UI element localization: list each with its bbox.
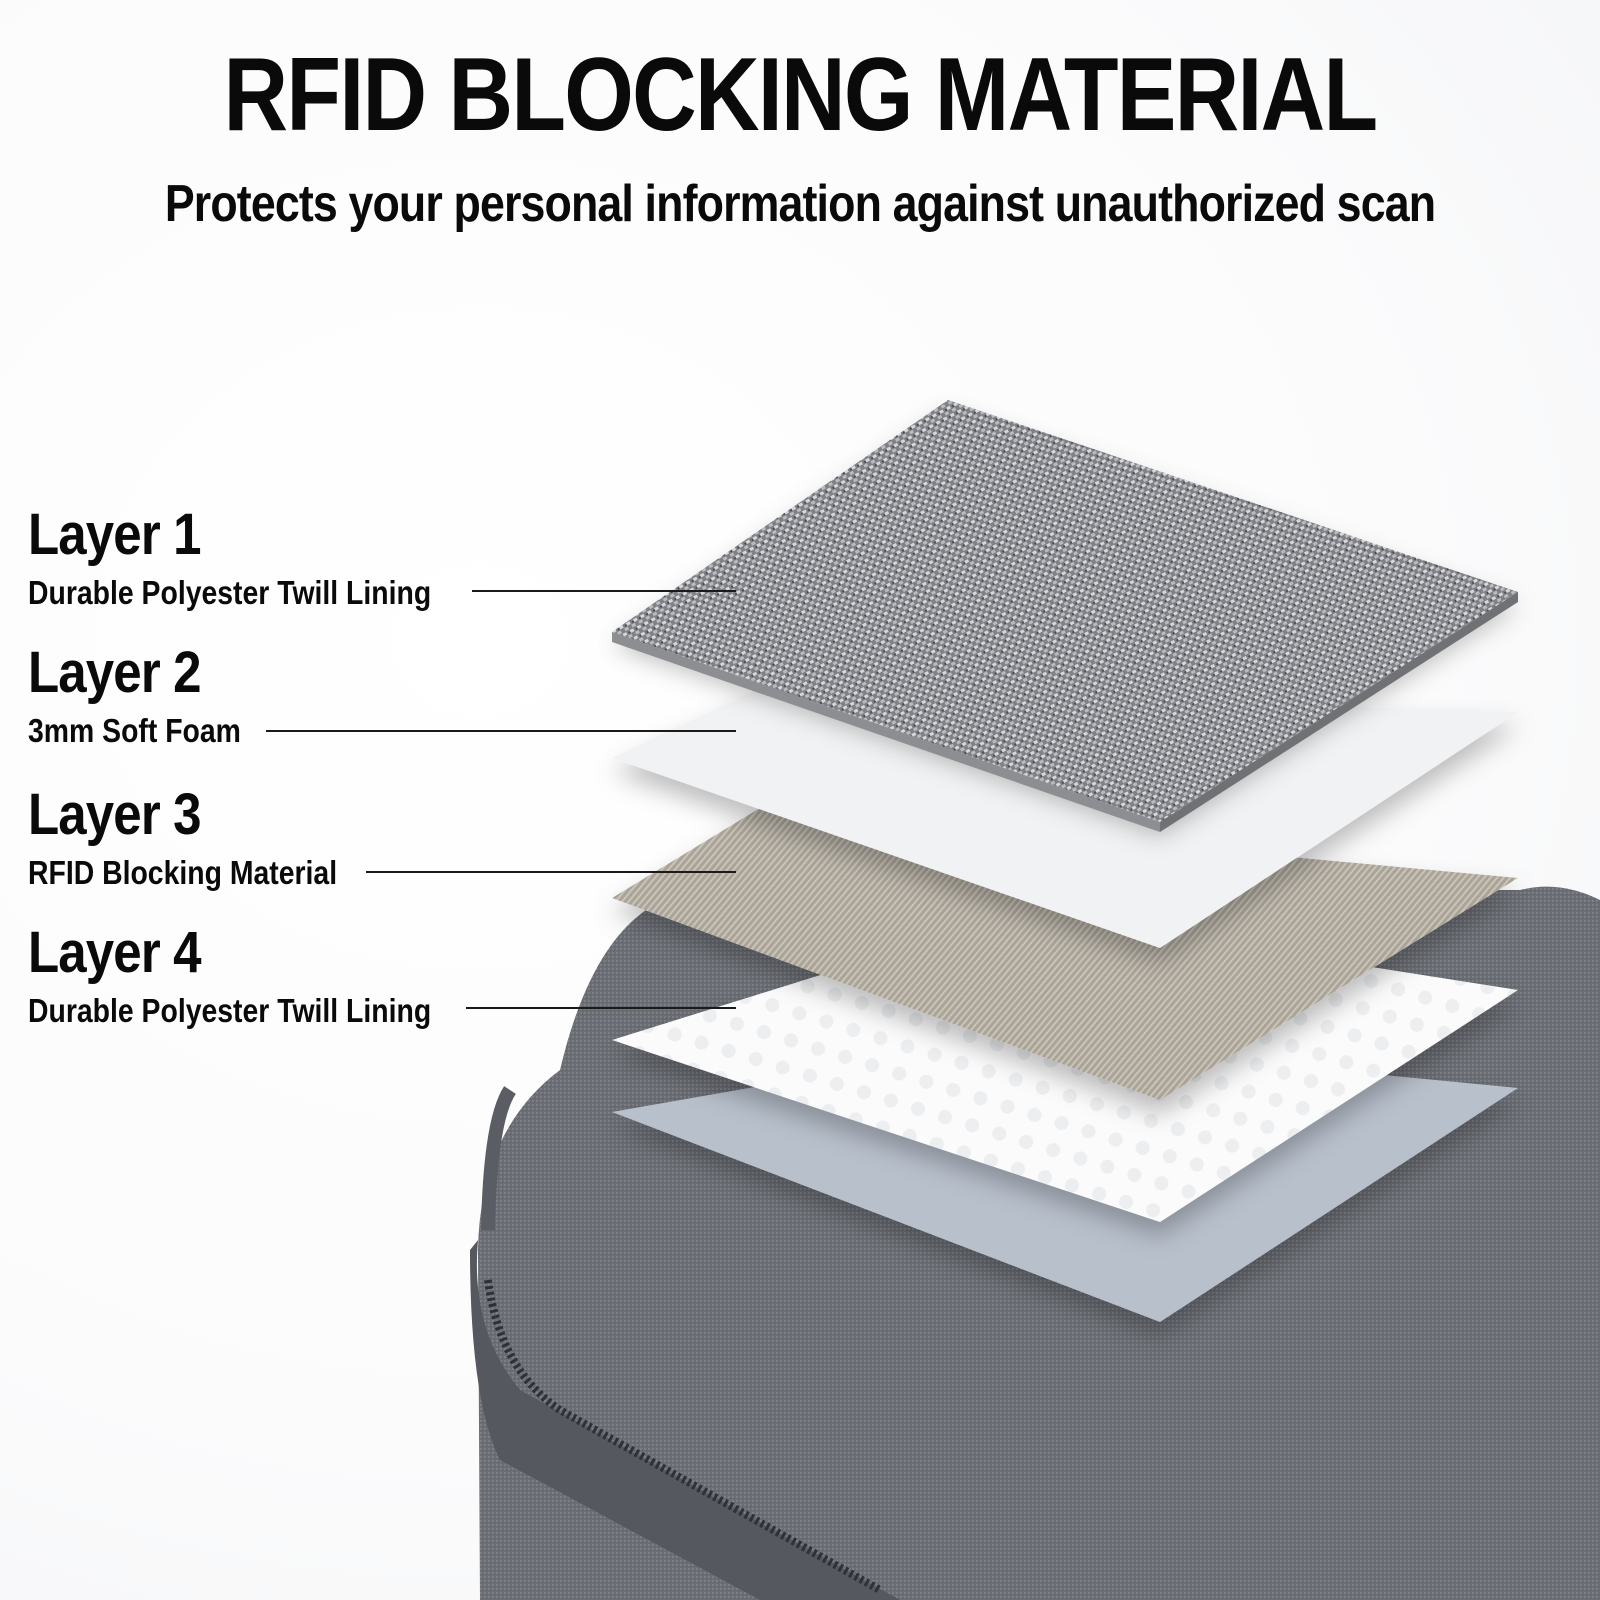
layer-heading: Layer 1 — [28, 502, 201, 567]
layer-description: Durable Polyester Twill Lining — [28, 992, 432, 1029]
layer-1-leader-line — [472, 590, 736, 592]
layer-description: RFID Blocking Material — [28, 854, 338, 891]
layer-description: 3mm Soft Foam — [28, 712, 241, 749]
layer-2-leader-line — [266, 730, 736, 732]
layer-heading: Layer 2 — [28, 640, 201, 705]
layer-4-leader-line — [466, 1007, 736, 1009]
bag-body — [470, 886, 1600, 1600]
layer-2-label: Layer 2 3mm Soft Foam — [28, 640, 276, 749]
layer-heading: Layer 3 — [28, 782, 201, 847]
layer-1-label: Layer 1 Durable Polyester Twill Lining — [28, 502, 497, 611]
page-title: RFID BLOCKING MATERIAL — [223, 37, 1379, 153]
layer-4-label: Layer 4 Durable Polyester Twill Lining — [28, 920, 497, 1029]
layer-3-label: Layer 3 RFID Blocking Material — [28, 782, 387, 891]
layer-3-leader-line — [366, 871, 736, 873]
layer-description: Durable Polyester Twill Lining — [28, 574, 432, 611]
page-subtitle: Protects your personal information again… — [164, 175, 1436, 233]
layer-heading: Layer 4 — [28, 920, 201, 985]
